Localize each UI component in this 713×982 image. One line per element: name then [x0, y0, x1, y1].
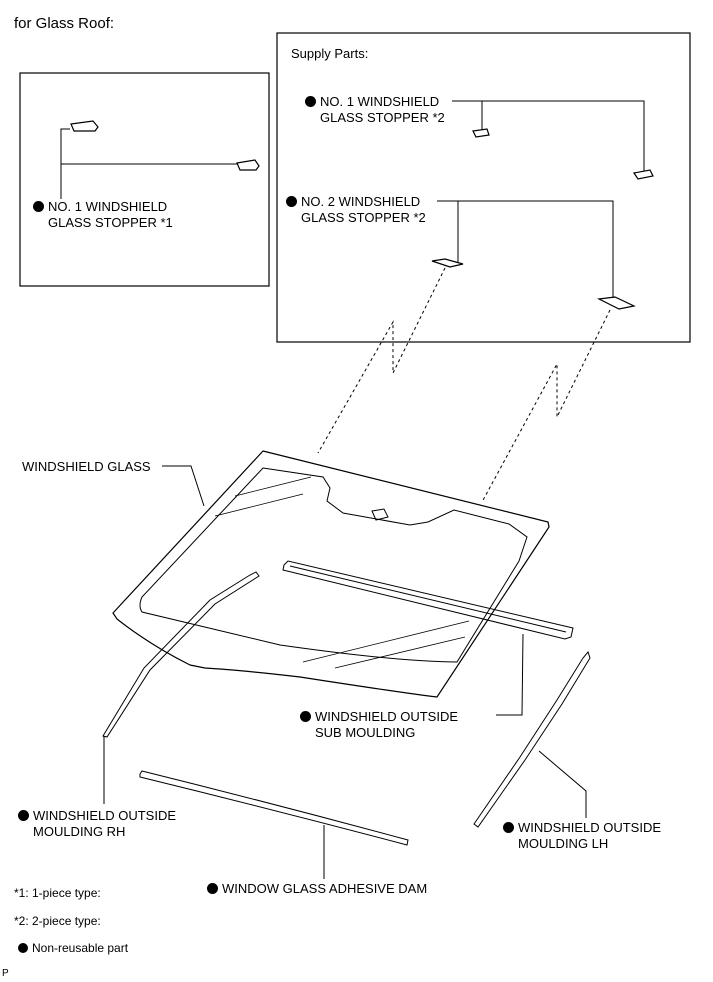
non-reusable-marker-icon: [207, 883, 218, 894]
assembly-line-right: [481, 309, 611, 503]
label-windshield-glass: WINDSHIELD GLASS: [22, 459, 151, 474]
windshield-glass-notch: [371, 508, 389, 521]
label-outside-moulding-rh: WINDSHIELD OUTSIDE MOULDING RH: [18, 808, 176, 840]
windshield-glass-leader: [162, 465, 205, 507]
legend-non-reusable: Non-reusable part: [18, 940, 128, 956]
no1-stopper-1piece-leader: [60, 128, 237, 199]
adhesive-dam-part: [139, 770, 409, 846]
figure-code: P: [2, 968, 9, 979]
non-reusable-marker-icon: [18, 943, 28, 953]
windshield-reflection-lower: [302, 620, 470, 669]
non-reusable-marker-icon: [300, 711, 311, 722]
label-outside-moulding-lh: WINDSHIELD OUTSIDE MOULDING LH: [503, 820, 661, 852]
windshield-reflection-upper: [214, 476, 312, 517]
outside-moulding-rh-part: [102, 571, 260, 738]
non-reusable-marker-icon: [305, 96, 316, 107]
no1-stopper-1piece-part-b: [236, 159, 260, 171]
legend-note-2: *2: 2-piece type:: [14, 914, 101, 928]
label-outside-sub-moulding: WINDSHIELD OUTSIDE SUB MOULDING: [300, 709, 458, 741]
non-reusable-marker-icon: [503, 822, 514, 833]
label-adhesive-dam: WINDOW GLASS ADHESIVE DAM: [207, 881, 427, 897]
windshield-glass-outline: [112, 450, 550, 698]
no1-stopper-2piece-leader: [452, 100, 645, 171]
supply-parts-title: Supply Parts:: [291, 46, 369, 61]
label-no1-stopper-2piece: NO. 1 WINDSHIELD GLASS STOPPER *2: [305, 94, 445, 126]
windshield-glass-inner: [139, 467, 528, 663]
no2-stopper-part-b: [596, 296, 636, 310]
diagram-title: for Glass Roof:: [14, 15, 115, 32]
single-piece-stopper-frame: [19, 72, 270, 287]
no2-stopper-leader: [437, 200, 614, 298]
no2-stopper-part-a: [431, 258, 464, 268]
outside-sub-moulding-part: [282, 560, 574, 640]
legend-note-1: *1: 1-piece type:: [14, 886, 101, 900]
outside-sub-moulding-leader: [496, 633, 524, 716]
no1-stopper-2piece-part-a: [472, 128, 490, 138]
label-no1-stopper-1piece: NO. 1 WINDSHIELD GLASS STOPPER *1: [33, 199, 173, 231]
outside-moulding-lh-part: [473, 650, 591, 828]
outside-moulding-lh-leader: [538, 750, 587, 818]
supply-parts-frame: [276, 32, 691, 343]
label-no2-stopper-2piece: NO. 2 WINDSHIELD GLASS STOPPER *2: [286, 194, 426, 226]
no1-stopper-1piece-part-a: [70, 120, 99, 132]
non-reusable-marker-icon: [18, 810, 29, 821]
non-reusable-marker-icon: [286, 196, 297, 207]
no1-stopper-2piece-part-b: [632, 169, 654, 180]
non-reusable-marker-icon: [33, 201, 44, 212]
assembly-line-left: [317, 267, 446, 454]
